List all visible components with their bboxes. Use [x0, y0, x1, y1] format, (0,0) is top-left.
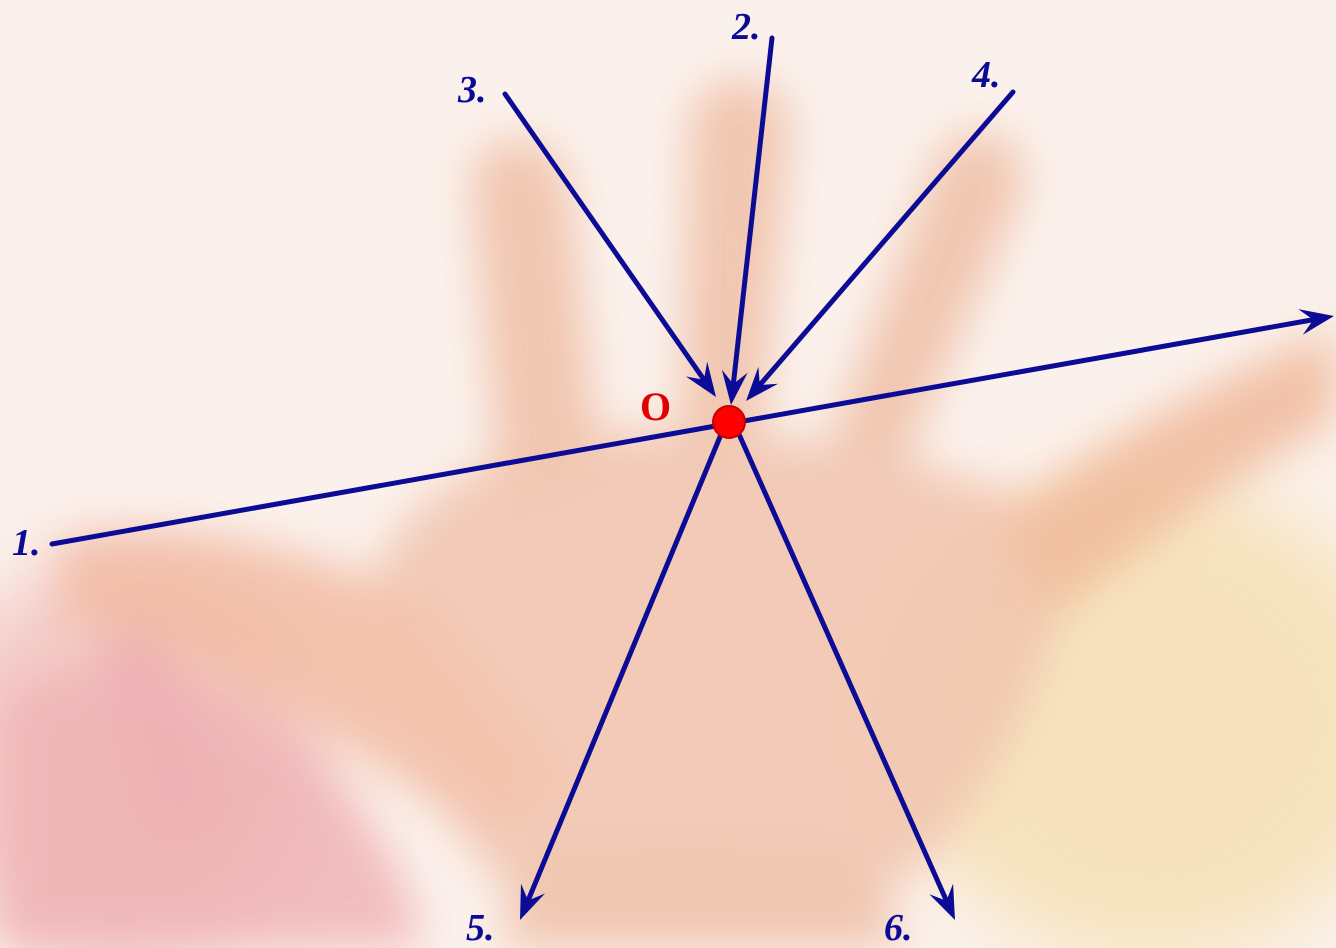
ray-2-label: 2. — [731, 6, 761, 48]
ray-3-arrowhead — [686, 362, 716, 397]
ray-labels-group: 1. 2. 3. 4. 5. 6. — [12, 6, 1001, 948]
center-point-o — [713, 406, 745, 438]
center-point-label: O — [640, 384, 671, 429]
ray-6-label: 6. — [884, 907, 913, 948]
ray-4-label: 4. — [971, 54, 1001, 96]
ray-3-line — [505, 94, 710, 389]
rays-group — [52, 38, 1334, 920]
ray-5-line — [524, 432, 722, 911]
ray-4-line — [753, 92, 1013, 393]
ray-6-line — [738, 432, 951, 911]
ray-3-label: 3. — [457, 69, 487, 111]
ray-1-label: 1. — [12, 522, 41, 564]
ray-5-label: 5. — [466, 907, 495, 948]
ray-2-line — [732, 38, 772, 395]
